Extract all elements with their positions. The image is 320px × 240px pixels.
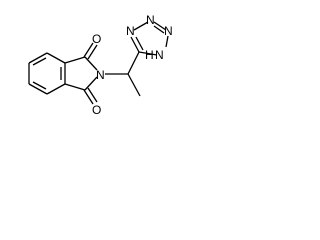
bond-ch-tetrazole [127, 51, 140, 75]
atom-label-o-top: O [92, 32, 101, 46]
atom-label-n-tetrazole-nh: N [155, 48, 164, 62]
atom-label-n-tetrazole-right: N [164, 24, 173, 38]
bond-ch-methyl [127, 73, 141, 97]
atom-label-o-bottom: O [92, 103, 101, 117]
atom-label-n-tetrazole-left: N [126, 24, 135, 38]
chemical-structure-diagram: O O N N N N N H [28, 13, 173, 117]
tetrazole-ring [130, 21, 169, 56]
carbonyl-bottom [83, 87, 98, 105]
imide-ring [64, 56, 98, 91]
atom-label-n-tetrazole-top: N [146, 13, 155, 27]
atom-label-h-tetrazole: H [145, 48, 154, 62]
carbonyl-top [83, 42, 98, 60]
atom-label-n-imide: N [96, 68, 105, 82]
benzene-ring [28, 52, 66, 95]
